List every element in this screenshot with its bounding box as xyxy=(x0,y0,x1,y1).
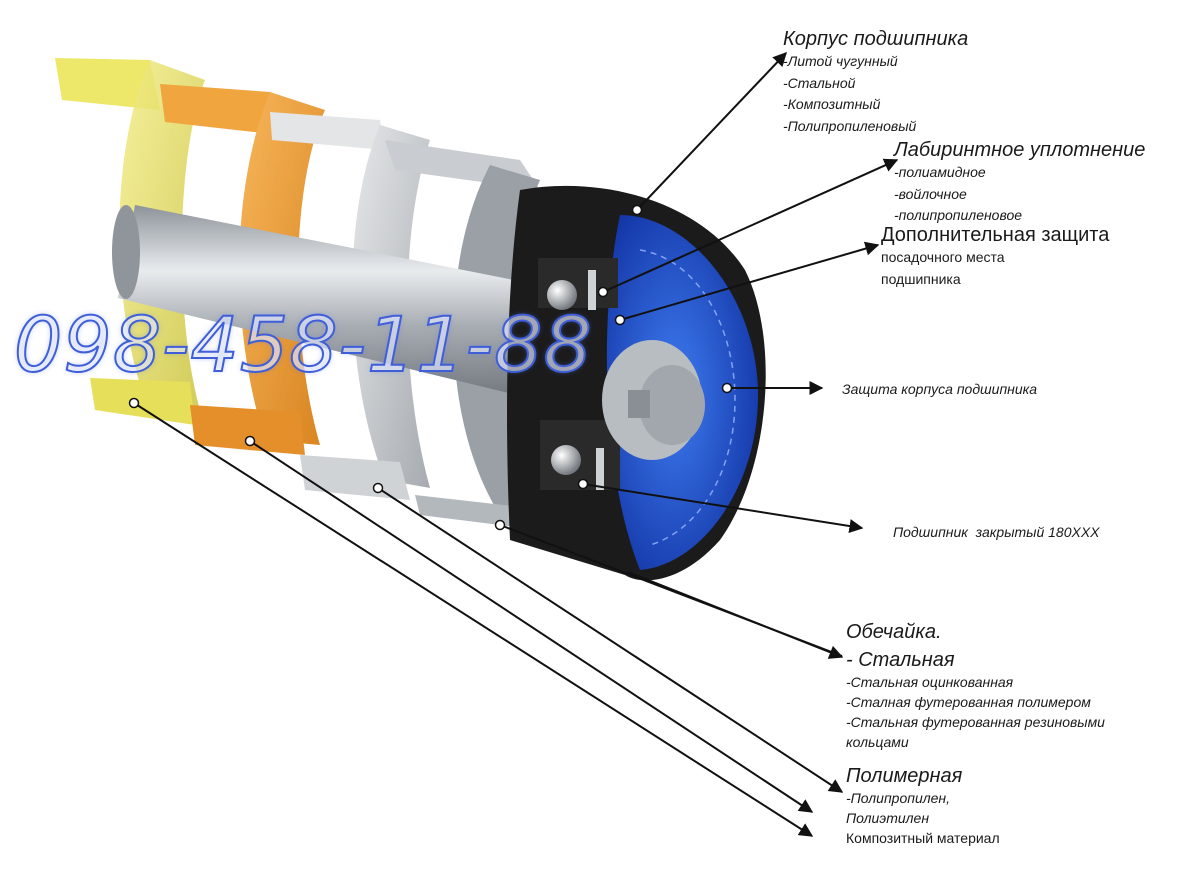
labyrinth-item: -полиамидное xyxy=(894,164,986,180)
polymer-item: Композитный материал xyxy=(846,830,1000,846)
housing-label-group: Корпус подшипника -Литой чугунный -Сталь… xyxy=(783,27,968,137)
housing-item: -Полипропиленовый xyxy=(783,117,917,134)
extra-protection-title: Дополнительная защита xyxy=(881,224,1110,246)
shell-title: Обечайка. xyxy=(846,621,942,643)
shell-label-group: Обечайка. - Стальная -Стальная оцинкован… xyxy=(846,620,1105,752)
labyrinth-title: Лабиринтное уплотнение xyxy=(894,139,1146,161)
callout-dots xyxy=(128,204,733,531)
housing-item: -Стальной xyxy=(783,74,856,91)
extra-protection-label-group: Дополнительная защита посадочного места … xyxy=(881,223,1109,290)
extra-protection-item: посадочного места xyxy=(881,249,1005,265)
labyrinth-item: -полипропиленовое xyxy=(894,207,1023,223)
shell-steel-title: - Стальная xyxy=(846,649,955,671)
housing-item: -Композитный xyxy=(783,96,881,112)
housing-protection-label: Защита корпуса подшипника xyxy=(842,381,1038,397)
extra-protection-item: подшипника xyxy=(881,270,961,287)
bearing-label: Подшипник закрытый 180XXX xyxy=(893,524,1100,540)
housing-item: -Литой чугунный xyxy=(783,53,898,69)
polymer-item: Полиэтилен xyxy=(846,810,930,826)
shell-item: кольцами xyxy=(846,734,909,750)
labyrinth-label-group: Лабиринтное уплотнение -полиамидное -вой… xyxy=(894,138,1145,227)
shaft-end xyxy=(602,340,705,460)
labyrinth-item: -войлочное xyxy=(894,185,967,202)
shell-item: -Стальная футерованная резиновыми xyxy=(846,714,1105,730)
leader-lines xyxy=(133,51,899,837)
polymer-title: Полимерная xyxy=(846,765,963,787)
phone-watermark: 098-458-11-88 xyxy=(13,299,593,390)
bearing-internals xyxy=(538,258,620,490)
shell-item: -Стальная оцинкованная xyxy=(846,674,1014,690)
shell-item: -Сталная футерованная полимером xyxy=(846,694,1091,710)
polymer-item: -Полипропилен, xyxy=(846,790,951,806)
housing-title: Корпус подшипника xyxy=(783,28,969,50)
polymer-label-group: Полимерная -Полипропилен, Полиэтилен Ком… xyxy=(846,764,1000,848)
